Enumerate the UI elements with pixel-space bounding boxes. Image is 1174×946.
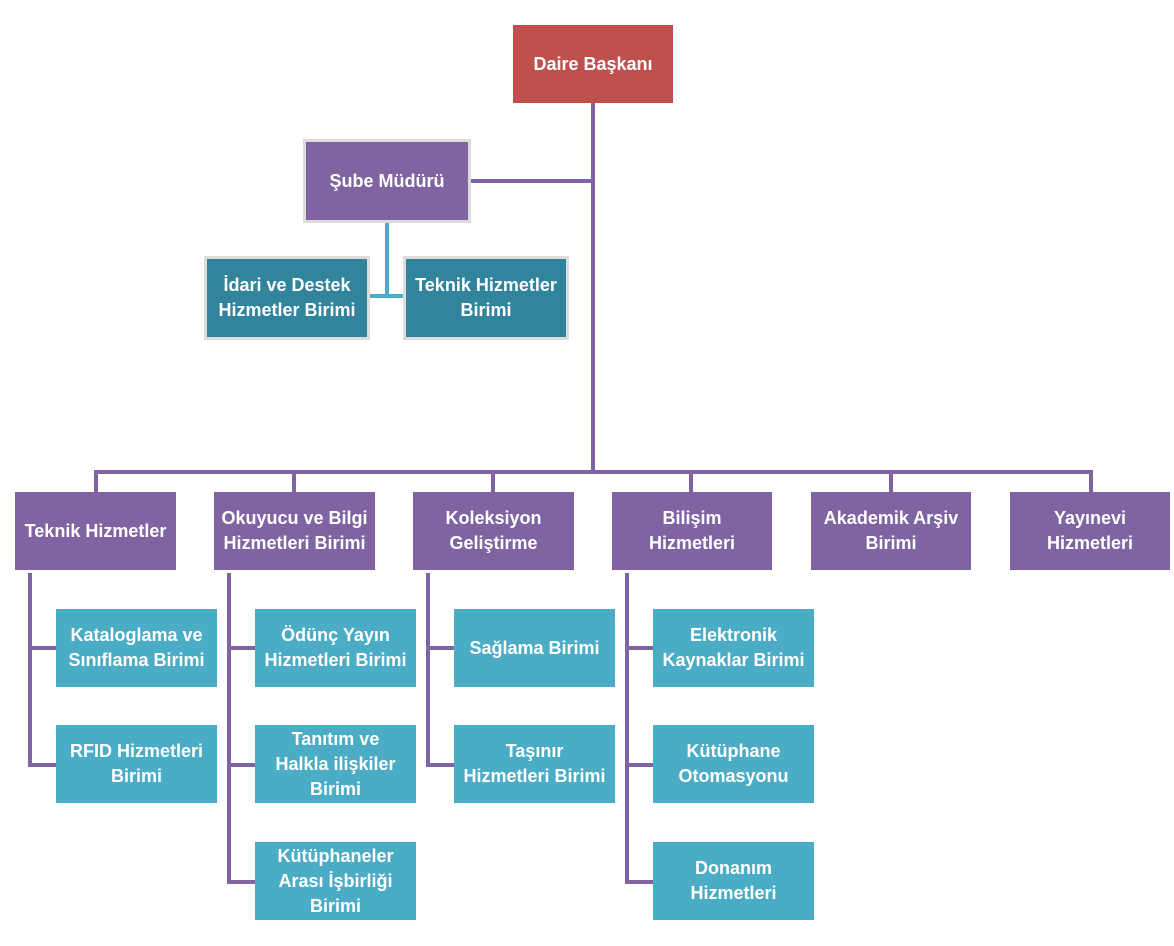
- department-box: Bilişim Hizmetleri: [612, 492, 772, 570]
- unit-box: Taşınır Hizmetleri Birimi: [454, 725, 615, 803]
- unit-box: Tanıtım ve Halkla ilişkiler Birimi: [255, 725, 416, 803]
- unit-box: Kataloglama ve Sınıflama Birimi: [56, 609, 217, 687]
- department-box: Yayınevi Hizmetleri: [1010, 492, 1170, 570]
- deputy-box: Şube Müdürü: [303, 139, 471, 223]
- head-box: Daire Başkanı: [513, 25, 673, 103]
- deputy-unit-box: Teknik Hizmetler Birimi: [403, 256, 569, 340]
- unit-box: Kütüphane Otomasyonu: [653, 725, 814, 803]
- department-box: Koleksiyon Geliştirme: [413, 492, 574, 570]
- department-box: Teknik Hizmetler: [15, 492, 176, 570]
- deputy-unit-box: İdari ve Destek Hizmetler Birimi: [204, 256, 370, 340]
- department-box: Okuyucu ve Bilgi Hizmetleri Birimi: [214, 492, 375, 570]
- unit-box: Donanım Hizmetleri: [653, 842, 814, 920]
- unit-box: RFID Hizmetleri Birimi: [56, 725, 217, 803]
- unit-box: Elektronik Kaynaklar Birimi: [653, 609, 814, 687]
- unit-box: Kütüphaneler Arası İşbirliği Birimi: [255, 842, 416, 920]
- unit-box: Sağlama Birimi: [454, 609, 615, 687]
- unit-box: Ödünç Yayın Hizmetleri Birimi: [255, 609, 416, 687]
- department-box: Akademik Arşiv Birimi: [811, 492, 971, 570]
